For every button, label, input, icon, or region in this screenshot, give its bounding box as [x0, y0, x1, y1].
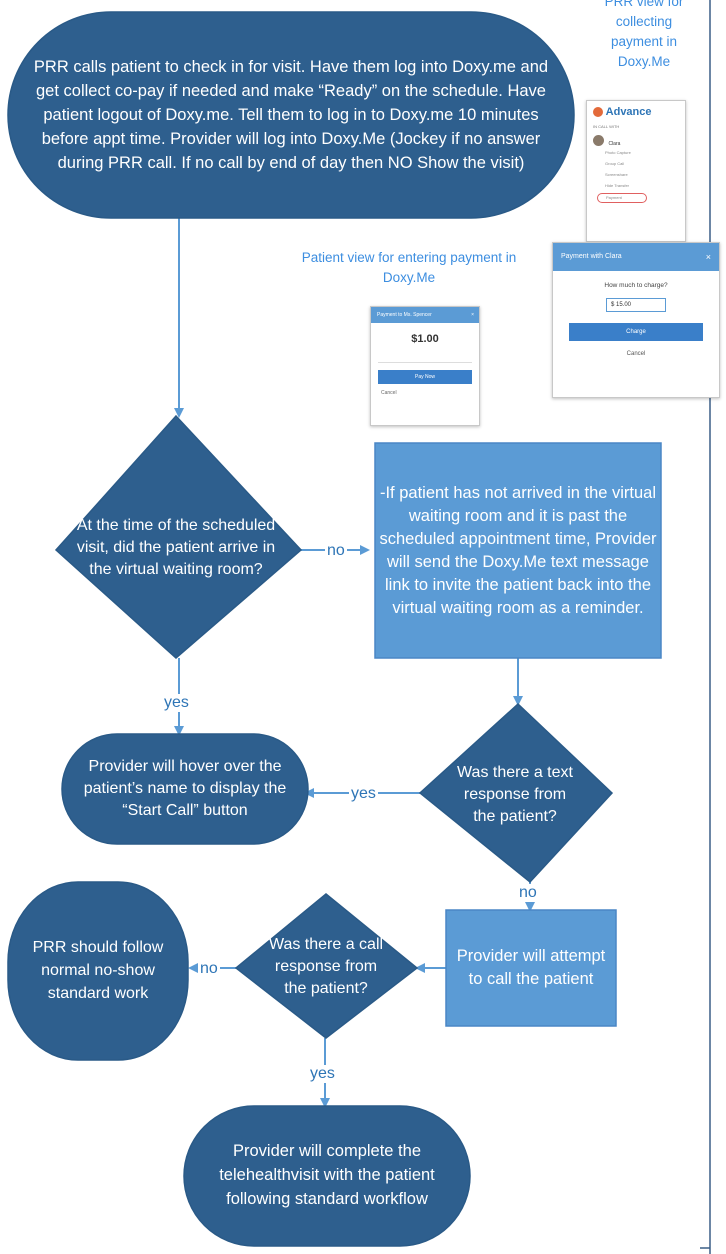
hover-node-text: Provider will hover over the patient’s n…	[83, 758, 287, 819]
thumb-charge-prompt: How much to charge?	[604, 282, 668, 289]
edge-label-call-no: no	[198, 960, 220, 978]
thumb-menu-item: Screenshare	[605, 172, 628, 177]
start-node-shape	[7, 11, 575, 219]
patient-view-caption: Patient view for entering payment in Dox…	[301, 250, 517, 285]
thumb-patient-card-field	[378, 353, 472, 363]
thumb-charge-cancel: Cancel	[626, 351, 646, 357]
call-decision-text: Was there a call response from the patie…	[268, 936, 384, 997]
prr-charge-screenshot: Payment with Clara × How much to charge?…	[552, 242, 720, 398]
thumb-patient-titlebar: Payment to Ms. Spencer ×	[371, 307, 479, 323]
edge-label-text-yes: yes	[349, 785, 378, 803]
arrive-decision-shape	[54, 414, 303, 659]
thumb-menu-item: Group Call	[605, 161, 625, 166]
text-decision-shape	[418, 702, 614, 884]
thumb-menu-item-payment: Payment	[597, 193, 647, 203]
thumb-menu-item: Photo Capture	[605, 150, 631, 155]
reminder-node-shape	[374, 442, 662, 659]
hover-node-shape	[61, 733, 309, 845]
noshow-node-text: PRR should follow normal no-show standar…	[32, 938, 164, 1002]
thumb-charge-button: Charge	[569, 323, 703, 341]
advance-logo-icon	[593, 107, 603, 118]
thumb-menu-logo: Advance	[587, 101, 685, 118]
edge-label-text-no: no	[517, 884, 539, 902]
thumb-charge-title: Payment with Clara	[561, 253, 622, 260]
thumb-patient-cancel: Cancel	[381, 390, 397, 396]
edge-label-arrive-yes: yes	[162, 694, 191, 712]
patient-payment-screenshot: Payment to Ms. Spencer × $1.00 Pay Now C…	[370, 306, 480, 426]
close-icon: ×	[471, 312, 474, 318]
thumb-patient-amount: $1.00	[411, 333, 439, 345]
thumb-menu-brand: Advance	[605, 106, 652, 118]
thumb-charge-titlebar: Payment with Clara ×	[553, 243, 719, 271]
edge-label-arrive-no: no	[325, 542, 347, 560]
prr-view-caption: PRR view for collecting payment in Doxy.…	[604, 0, 684, 69]
arrive-decision-text: At the time of the scheduled visit, did …	[76, 517, 276, 578]
complete-node-text: Provider will complete the telehealthvis…	[219, 1142, 435, 1208]
noshow-node-shape	[7, 881, 189, 1061]
call-node-shape	[445, 909, 617, 1027]
thumb-patient-title: Payment to Ms. Spencer	[377, 312, 432, 318]
text-decision-text: Was there a text response from the patie…	[457, 764, 573, 825]
close-icon: ×	[705, 252, 711, 262]
thumb-charge-amount-input: $ 15.00	[606, 298, 666, 312]
call-decision-shape	[234, 893, 419, 1039]
complete-node-shape	[183, 1105, 471, 1247]
start-node-text: PRR calls patient to check in for visit.…	[33, 58, 549, 172]
thumb-menu-caller: Clara	[593, 132, 685, 147]
avatar	[593, 135, 604, 147]
prr-menu-screenshot: Advance IN CALL WITH Clara Photo Capture…	[586, 100, 686, 242]
reminder-node-text: -If patient has not arrived in the virtu…	[379, 484, 657, 617]
thumb-menu-header: IN CALL WITH	[593, 124, 620, 129]
thumb-menu-name: Clara	[608, 141, 621, 147]
thumb-menu-item: Hide Transfer	[605, 183, 630, 188]
thumb-patient-pay-button: Pay Now	[378, 370, 472, 384]
edge-label-call-yes: yes	[308, 1065, 337, 1083]
call-node-text: Provider will attempt to call the patien…	[456, 947, 606, 988]
